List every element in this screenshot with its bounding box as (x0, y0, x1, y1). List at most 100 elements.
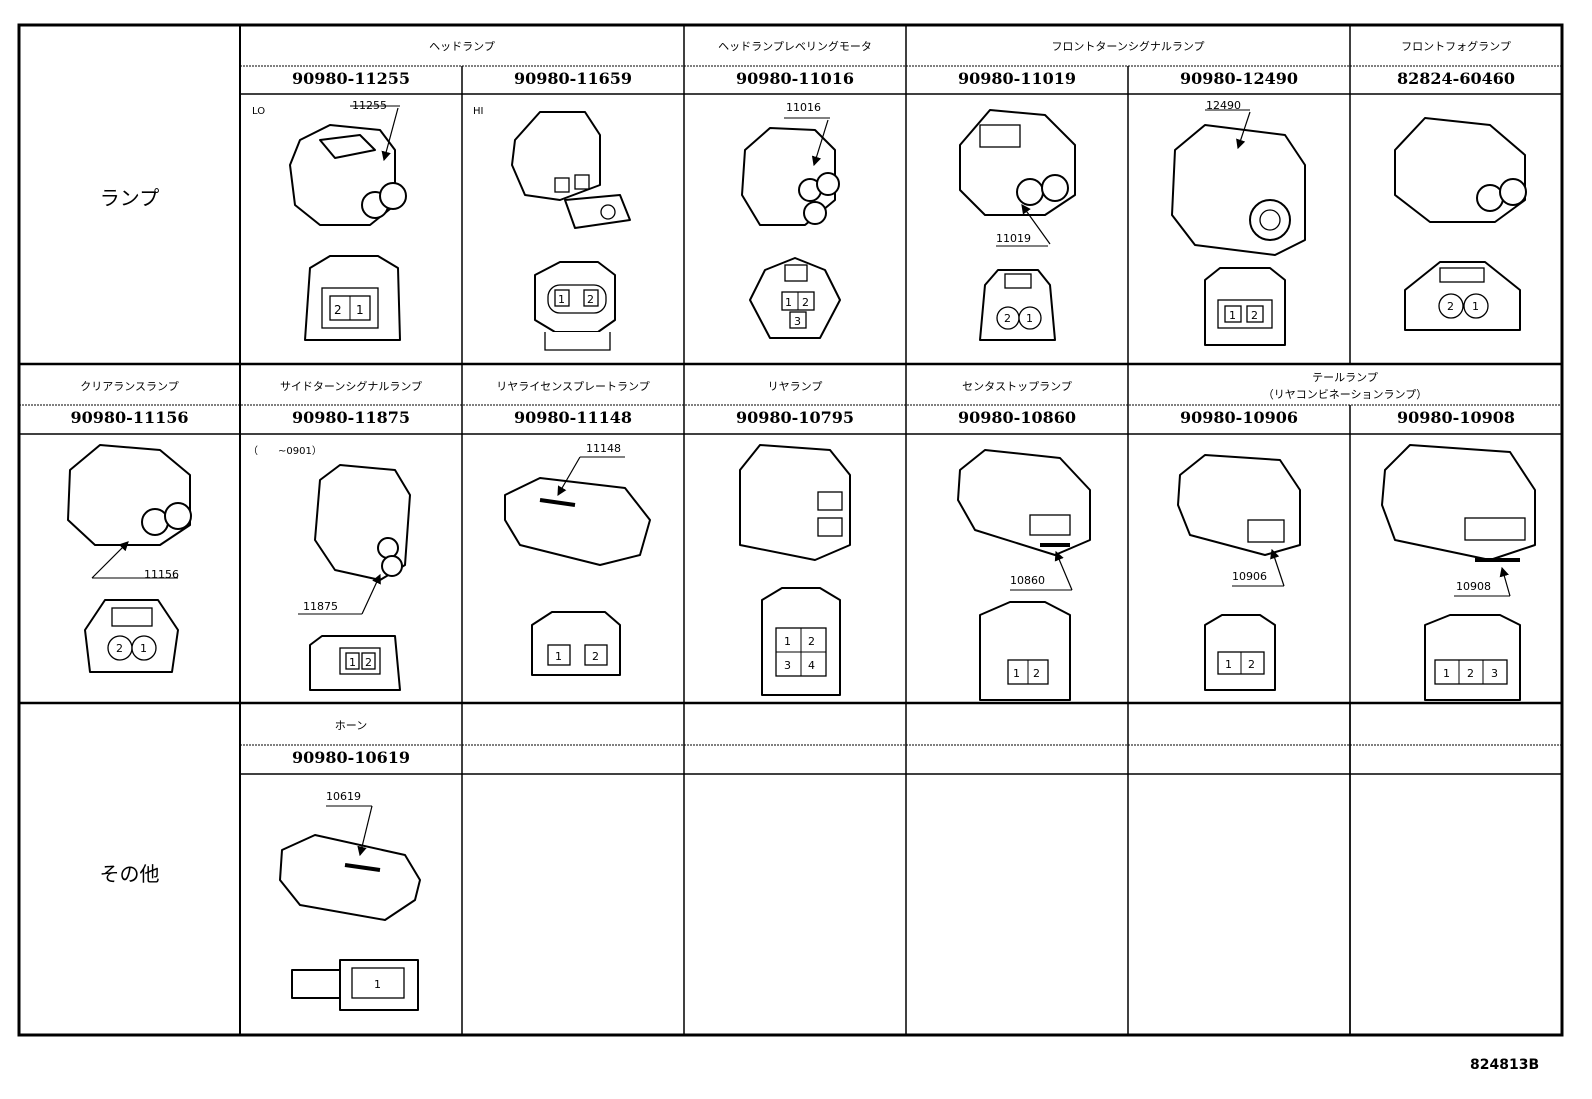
header-tail-sub: （リヤコンビネーションランプ） (1262, 388, 1428, 401)
code-label: 10860 (1010, 574, 1045, 587)
connector-face-12490: 1 2 (1204, 267, 1286, 346)
part-number: 90980-10795 (736, 408, 854, 427)
connector-3d-60460 (1394, 117, 1527, 223)
part-number: 90980-10906 (1180, 408, 1298, 427)
pin-label: 2 (334, 303, 342, 317)
pin-label: 1 (140, 642, 147, 655)
pin-label: 1 (349, 656, 356, 669)
connector-face-11255: 2 1 (304, 255, 401, 341)
connector-face-11019: 2 1 (979, 269, 1056, 341)
pin-label: 3 (1491, 667, 1498, 680)
connector-3d-10619 (279, 805, 421, 921)
connector-face-10906: 1 2 (1204, 614, 1276, 691)
pin-label: 1 (1229, 309, 1236, 322)
part-number: 90980-11148 (514, 408, 632, 427)
header-rear: リヤランプ (767, 380, 823, 393)
header-clearance: クリアランスランプ (80, 380, 179, 393)
note-range: （ ~0901） (248, 446, 322, 457)
pin-label: 1 (558, 293, 565, 306)
pin-label: 2 (1251, 309, 1258, 322)
connector-face-60460: 2 1 (1404, 261, 1521, 331)
pin-label: 3 (794, 315, 801, 328)
part-number: 90980-11255 (292, 69, 410, 88)
pin-label: 1 (785, 296, 792, 309)
pin-label: 1 (784, 635, 791, 648)
connector-3d-11019 (959, 109, 1076, 247)
connector-face-11016: 1 2 3 (749, 257, 841, 339)
header-horn: ホーン (334, 719, 368, 732)
connector-3d-10795 (739, 444, 851, 561)
connector-3d-11659 (511, 111, 631, 229)
pin-label: 2 (365, 656, 372, 669)
part-number: 90980-11875 (292, 408, 410, 427)
code-label: 11875 (303, 600, 338, 613)
pin-label: 4 (808, 659, 815, 672)
note-hi: HI (473, 106, 484, 117)
header-tail: テールランプ (1312, 371, 1378, 384)
connector-face-11875: 1 2 (309, 635, 401, 691)
connector-3d-11148 (504, 456, 651, 566)
part-number: 90980-11016 (736, 69, 854, 88)
header-leveling-motor: ヘッドランプレベリングモータ (718, 40, 872, 53)
code-label: 11016 (786, 101, 821, 114)
pin-label: 2 (1248, 658, 1255, 671)
pin-label: 2 (1447, 300, 1454, 313)
pin-label: 1 (555, 650, 562, 663)
part-number: 90980-10860 (958, 408, 1076, 427)
part-number: 82824-60460 (1397, 69, 1515, 88)
connector-face-11148: 1 2 (531, 611, 621, 676)
connector-face-10619: 1 (291, 959, 419, 1011)
connector-3d-11156 (67, 444, 192, 579)
connector-3d-10908 (1381, 444, 1536, 597)
pin-label: 2 (1004, 312, 1011, 325)
connector-face-10860: 1 2 (979, 601, 1071, 701)
pin-label: 2 (587, 293, 594, 306)
code-label: 11148 (586, 442, 621, 455)
outer-border (17, 23, 1564, 1037)
code-label: 12490 (1206, 99, 1241, 112)
part-number: 90980-10619 (292, 748, 410, 767)
pin-label: 1 (374, 978, 381, 991)
pin-label: 2 (1033, 667, 1040, 680)
pin-label: 1 (356, 303, 364, 317)
connector-3d-11255 (289, 105, 407, 226)
header-side-turn: サイドターンシグナルランプ (279, 380, 423, 393)
code-label: 10908 (1456, 580, 1491, 593)
pin-label: 1 (1013, 667, 1020, 680)
connector-face-11156: 2 1 (84, 599, 179, 673)
pin-label: 2 (808, 635, 815, 648)
header-front-turn: フロントターンシグナルランプ (1051, 40, 1205, 53)
pin-label: 2 (802, 296, 809, 309)
section-label-other: その他 (99, 862, 160, 886)
pin-label: 1 (1225, 658, 1232, 671)
header-front-fog: フロントフォグランプ (1401, 40, 1511, 53)
pin-label: 2 (1467, 667, 1474, 680)
connector-3d-12490 (1171, 109, 1306, 256)
connector-3d-10860 (957, 449, 1091, 591)
part-number: 90980-11156 (70, 408, 189, 427)
part-number: 90980-12490 (1180, 69, 1298, 88)
connector-3d-11016 (741, 117, 840, 226)
header-license: リヤライセンスプレートランプ (496, 380, 650, 393)
figure-id: 824813B (1470, 1057, 1540, 1073)
part-number: 90980-11659 (514, 69, 632, 88)
note-lo: LO (252, 106, 266, 117)
pin-label: 1 (1026, 312, 1033, 325)
part-number: 90980-10908 (1397, 408, 1515, 427)
pin-label: 2 (592, 650, 599, 663)
pin-label: 2 (116, 642, 123, 655)
pin-label: 3 (784, 659, 791, 672)
code-label: 10906 (1232, 570, 1267, 583)
connector-3d-11875 (298, 464, 411, 615)
section-label-lamp: ランプ (99, 186, 160, 210)
code-label: 11019 (996, 232, 1031, 245)
connector-3d-10906 (1177, 454, 1301, 587)
connector-face-10908: 1 2 3 (1424, 614, 1521, 701)
part-number: 90980-11019 (958, 69, 1076, 88)
connector-face-11659: 1 2 (534, 261, 616, 351)
pin-label: 1 (1443, 667, 1450, 680)
header-headlamp: ヘッドランプ (429, 40, 495, 53)
